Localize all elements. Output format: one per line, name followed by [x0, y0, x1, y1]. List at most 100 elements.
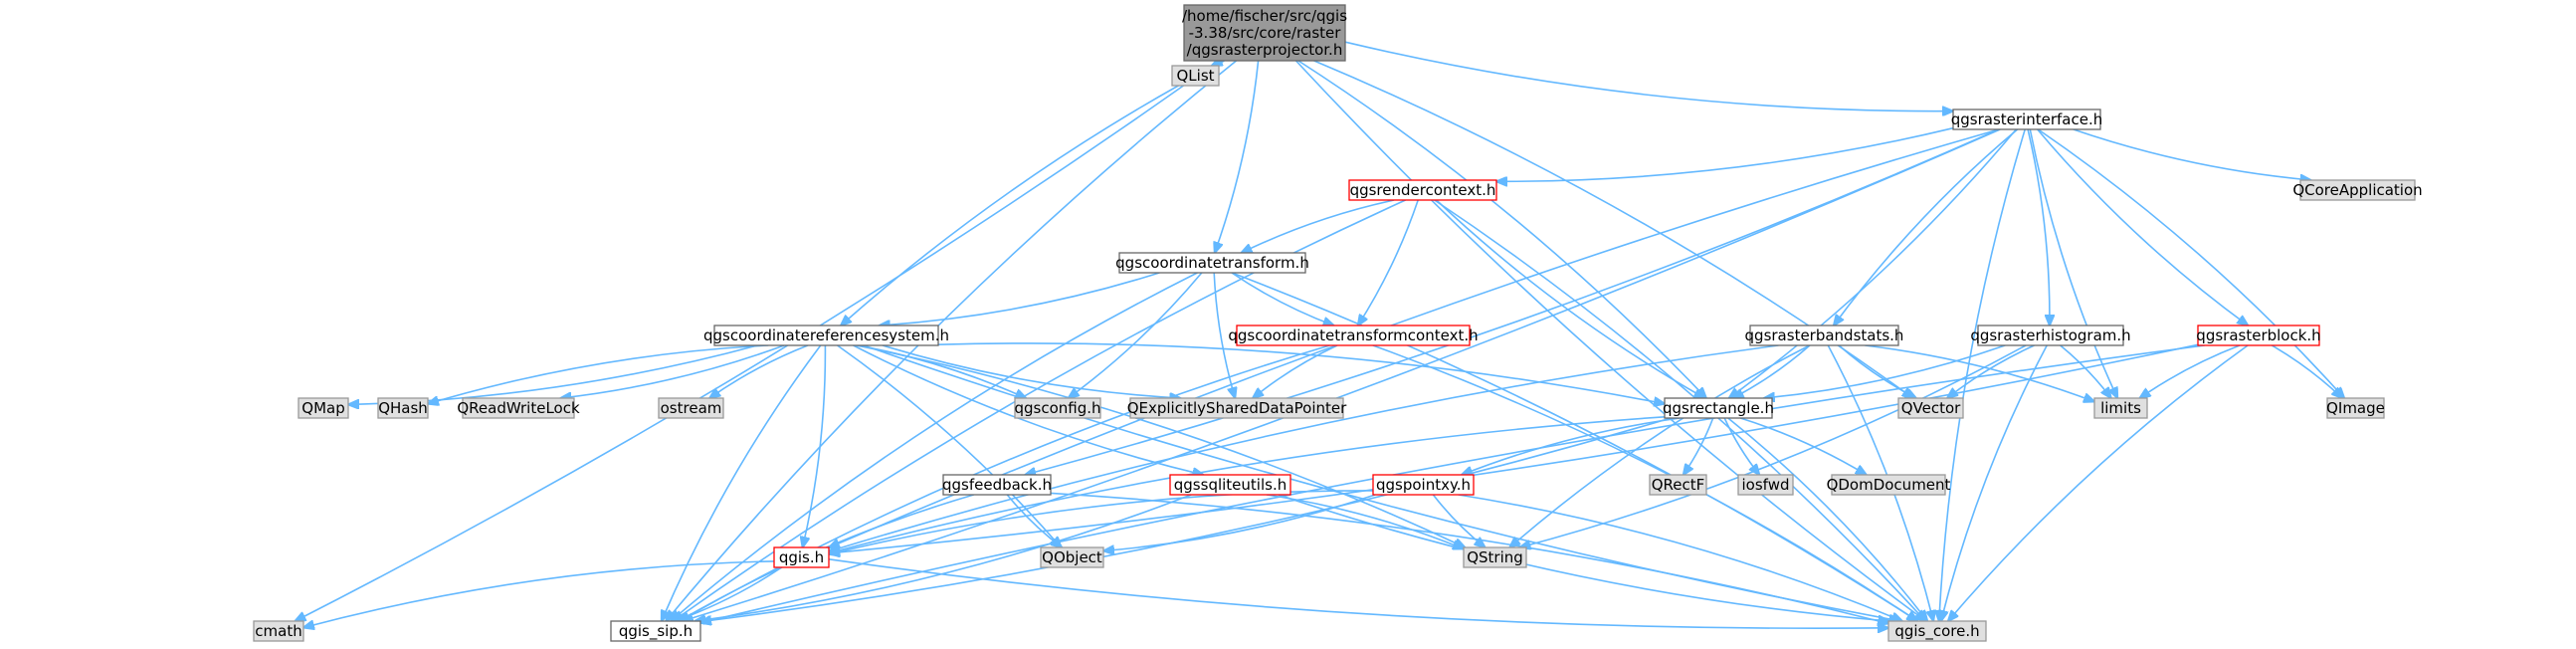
edge-histogram-to-qstring — [1520, 344, 2027, 547]
node-label: qgssqliteutils.h — [1174, 476, 1287, 494]
edge-pointxy-to-qstring — [1432, 494, 1485, 547]
node-box — [1348, 179, 1497, 201]
node-label: qgspointxy.h — [1376, 476, 1471, 494]
edge-histogram-to-limits — [2060, 344, 2111, 398]
node-label: iosfwd — [1742, 476, 1790, 494]
node-box — [1118, 252, 1306, 274]
node-box — [1040, 546, 1104, 568]
node-box — [2197, 324, 2320, 346]
node-root[interactable]: /home/fischer/src/qgis-3.38/src/core/ras… — [1182, 4, 1347, 62]
node-sqliteutils[interactable]: qgssqliteutils.h — [1169, 474, 1291, 496]
edge-bandstats-to-qvector — [1838, 344, 1916, 398]
node-label: QReadWriteLock — [457, 399, 580, 417]
node-box — [2326, 397, 2385, 419]
node-box — [253, 620, 304, 642]
edge-pointxy-to-qgis — [829, 490, 1374, 554]
node-pointxy[interactable]: qgspointxy.h — [1372, 474, 1475, 496]
edge-rasterblock-to-qgiscore — [1948, 344, 2249, 621]
node-box — [1463, 546, 1527, 568]
node-qlist: QList — [1171, 65, 1220, 87]
edge-bandstats-to-rectangle — [1733, 344, 1811, 398]
edge-rasterinterface-to-rendercontext — [1496, 126, 1954, 182]
edge-bandstats-to-limits — [1865, 344, 2094, 402]
node-ctcontext[interactable]: qgscoordinatetransformcontext.h — [1228, 324, 1479, 346]
node-qimage: QImage — [2326, 397, 2385, 419]
node-box — [462, 397, 575, 419]
node-box — [1236, 324, 1471, 346]
node-label: qgscoordinatereferencesystem.h — [703, 326, 949, 344]
node-label: cmath — [255, 622, 301, 640]
node-label: QHash — [378, 399, 428, 417]
node-box — [1372, 474, 1475, 496]
edge-ctcontext-to-qesdp — [1253, 344, 1338, 398]
node-label: QDomDocument — [1827, 476, 1951, 494]
node-label: QMap — [301, 399, 344, 417]
node-box — [1169, 474, 1291, 496]
edge-rasterinterface-to-feedback — [1025, 128, 2000, 475]
edge-rasterinterface-to-rasterblock — [2037, 128, 2249, 325]
node-label: /qgsrasterprojector.h — [1187, 41, 1343, 59]
node-rendercontext[interactable]: qgsrendercontext.h — [1348, 179, 1497, 201]
edge-root-to-cmath — [296, 60, 1220, 621]
node-feedback[interactable]: qgsfeedback.h — [942, 474, 1052, 496]
node-box — [1129, 397, 1344, 419]
node-ostream: ostream — [658, 397, 724, 419]
node-qrectf: QRectF — [1649, 474, 1707, 496]
node-bandstats[interactable]: qgsrasterbandstats.h — [1745, 324, 1904, 346]
node-box — [610, 620, 701, 642]
edge-root-to-qgiscore — [1294, 60, 1926, 621]
node-rasterinterface[interactable]: qgsrasterinterface.h — [1951, 108, 2102, 130]
node-histogram[interactable]: qgsrasterhistogram.h — [1970, 324, 2131, 346]
node-label: limits — [2100, 399, 2141, 417]
edge-rectangle-to-qgis — [829, 416, 1666, 553]
edge-root-to-crs — [841, 60, 1225, 325]
edge-rasterblock-to-qgis — [829, 343, 2199, 553]
node-rasterblock[interactable]: qgsrasterblock.h — [2196, 324, 2321, 346]
node-label: qgsfeedback.h — [942, 476, 1052, 494]
edge-rendercontext-to-qgiscore — [1434, 199, 1926, 621]
node-label: qgsrendercontext.h — [1350, 181, 1496, 199]
edge-rectangle-to-qgiscore — [1727, 417, 1927, 621]
edge-rendercontext-to-coordinatetransform — [1242, 199, 1395, 253]
node-label: qgis_core.h — [1894, 622, 1979, 641]
edge-crs-to-ostream — [709, 344, 809, 398]
node-qdomdocument: QDomDocument — [1827, 474, 1951, 496]
edge-rasterinterface-to-qgiscore — [1939, 128, 2026, 621]
node-label: QRectF — [1652, 476, 1705, 494]
node-box — [1737, 474, 1794, 496]
node-coordinatetransform[interactable]: qgscoordinatetransform.h — [1115, 252, 1309, 274]
edge-rectangle-to-qdomdocument — [1739, 417, 1867, 475]
edge-rasterblock-to-qimage — [2271, 344, 2342, 398]
node-label: QList — [1176, 67, 1214, 85]
edge-crs-to-qobject — [837, 344, 1062, 547]
edges-layer — [296, 41, 2345, 628]
node-label: qgsrasterblock.h — [2196, 326, 2320, 344]
node-label: QCoreApplication — [2292, 181, 2422, 199]
node-crs[interactable]: qgscoordinatereferencesystem.h — [703, 324, 949, 346]
node-box — [1014, 397, 1101, 419]
node-qgiscore: qgis_core.h — [1887, 620, 1987, 642]
edge-qgis-to-cmath — [303, 560, 775, 628]
node-qgissip[interactable]: qgis_sip.h — [610, 620, 701, 642]
edge-sqliteutils-to-qgiscore — [1278, 494, 1889, 621]
edge-coordinatetransform-to-qesdp — [1213, 272, 1235, 398]
edge-ctcontext-to-qgissip — [680, 344, 1330, 621]
edge-pointxy-to-qobject — [1103, 494, 1376, 551]
node-label: QString — [1467, 548, 1523, 566]
edge-qgis-to-qgissip — [676, 566, 783, 621]
node-box — [377, 397, 429, 419]
node-rectangle[interactable]: qgsrectangle.h — [1663, 397, 1774, 419]
node-box — [1977, 324, 2124, 346]
edge-pointxy-to-qgiscore — [1458, 494, 1902, 621]
node-label: qgscoordinatetransform.h — [1115, 254, 1309, 272]
edge-root-to-qvector — [1313, 60, 1913, 398]
node-label: QVector — [1901, 399, 1961, 417]
node-box — [713, 324, 939, 346]
edge-crs-to-qhash — [428, 344, 769, 404]
node-qgis[interactable]: qgis.h — [773, 546, 830, 568]
edge-histogram-to-rectangle — [1764, 344, 2006, 398]
edge-coordinatetransform-to-crs — [880, 272, 1160, 325]
edge-crs-to-qmap — [348, 344, 758, 404]
edge-rasterblock-to-limits — [2140, 344, 2241, 398]
